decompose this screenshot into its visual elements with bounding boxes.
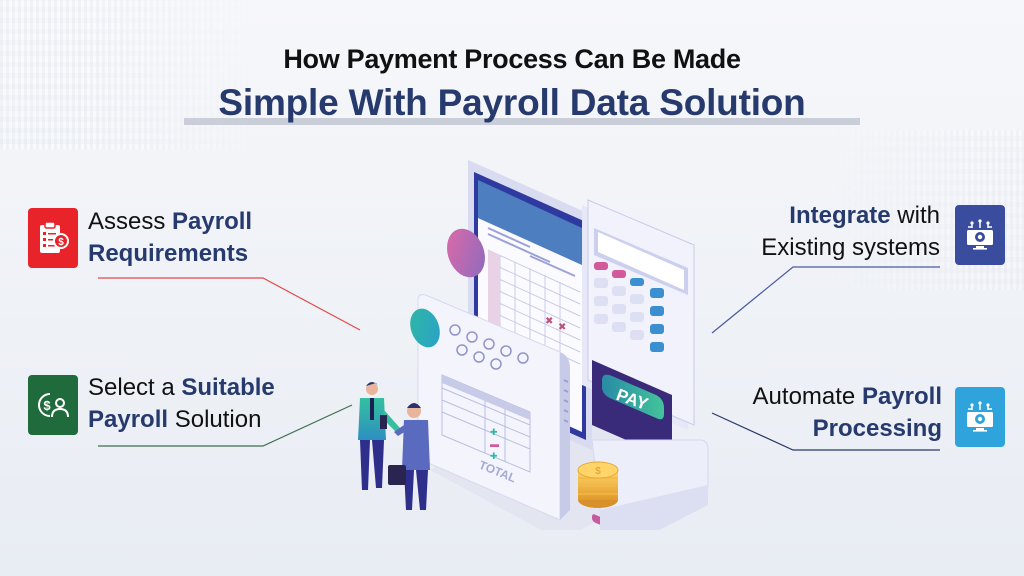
svg-text:✖: ✖ xyxy=(545,316,553,327)
text-part-bold: Payroll xyxy=(861,383,942,410)
connector-select xyxy=(98,404,353,447)
svg-text:✖: ✖ xyxy=(558,322,566,333)
step-integrate-icon-box xyxy=(955,205,1005,265)
text-part-bold: Integrate xyxy=(789,202,891,229)
clipboard-dollar-icon: $ xyxy=(40,221,69,253)
page-title-line2: Simple With Payroll Data Solution xyxy=(218,82,806,123)
svg-text:$: $ xyxy=(58,237,64,248)
pay-panel: PAY xyxy=(592,360,672,460)
step-select-icon-box: $ xyxy=(28,375,78,435)
connector-integrate xyxy=(711,266,940,334)
step-automate-label: Automate Payroll Processing xyxy=(702,381,942,445)
businessmen-handshake xyxy=(358,382,430,510)
title-underline xyxy=(184,118,860,125)
text-part: Select a xyxy=(88,374,182,401)
text-part: Existing systems xyxy=(761,234,940,261)
text-part-bold: Requirements xyxy=(88,240,249,267)
svg-text:$: $ xyxy=(595,466,601,477)
monitor-gear-icon xyxy=(967,401,993,432)
text-part-bold: Payroll xyxy=(172,208,253,235)
step-integrate-label: Integrate with Existing systems xyxy=(700,200,940,264)
svg-text:✚: ✚ xyxy=(490,451,498,461)
text-part: Assess xyxy=(88,208,173,235)
step-automate-icon-box xyxy=(955,387,1005,447)
page-title-line1: How Payment Process Can Be Made xyxy=(283,44,741,74)
text-part: with xyxy=(890,202,940,229)
text-part: Solution xyxy=(168,406,262,433)
monitor-gear-icon xyxy=(967,219,993,250)
background-pattern xyxy=(0,0,260,150)
text-part: Automate xyxy=(752,383,862,410)
svg-text:✚: ✚ xyxy=(490,427,498,437)
text-part-bold: Processing xyxy=(812,415,942,442)
dollar-person-icon: $ xyxy=(38,393,69,418)
coin-stack: $ xyxy=(577,461,619,508)
step-assess-icon-box: $ xyxy=(28,208,78,268)
connector-assess xyxy=(98,277,361,331)
text-part-bold: Payroll xyxy=(88,406,169,433)
text-part-bold: Suitable xyxy=(181,374,275,401)
step-assess-label: Assess Payroll Requirements xyxy=(88,206,252,270)
step-select-label: Select a Suitable Payroll Solution xyxy=(88,372,275,436)
payroll-illustration: ✖ ✖ PAY xyxy=(358,160,709,530)
connector-automate xyxy=(711,412,940,451)
svg-text:$: $ xyxy=(43,398,51,413)
receipt: ✚ ▬ ✚ TOTAL xyxy=(417,294,570,521)
svg-text:▬: ▬ xyxy=(490,439,499,449)
